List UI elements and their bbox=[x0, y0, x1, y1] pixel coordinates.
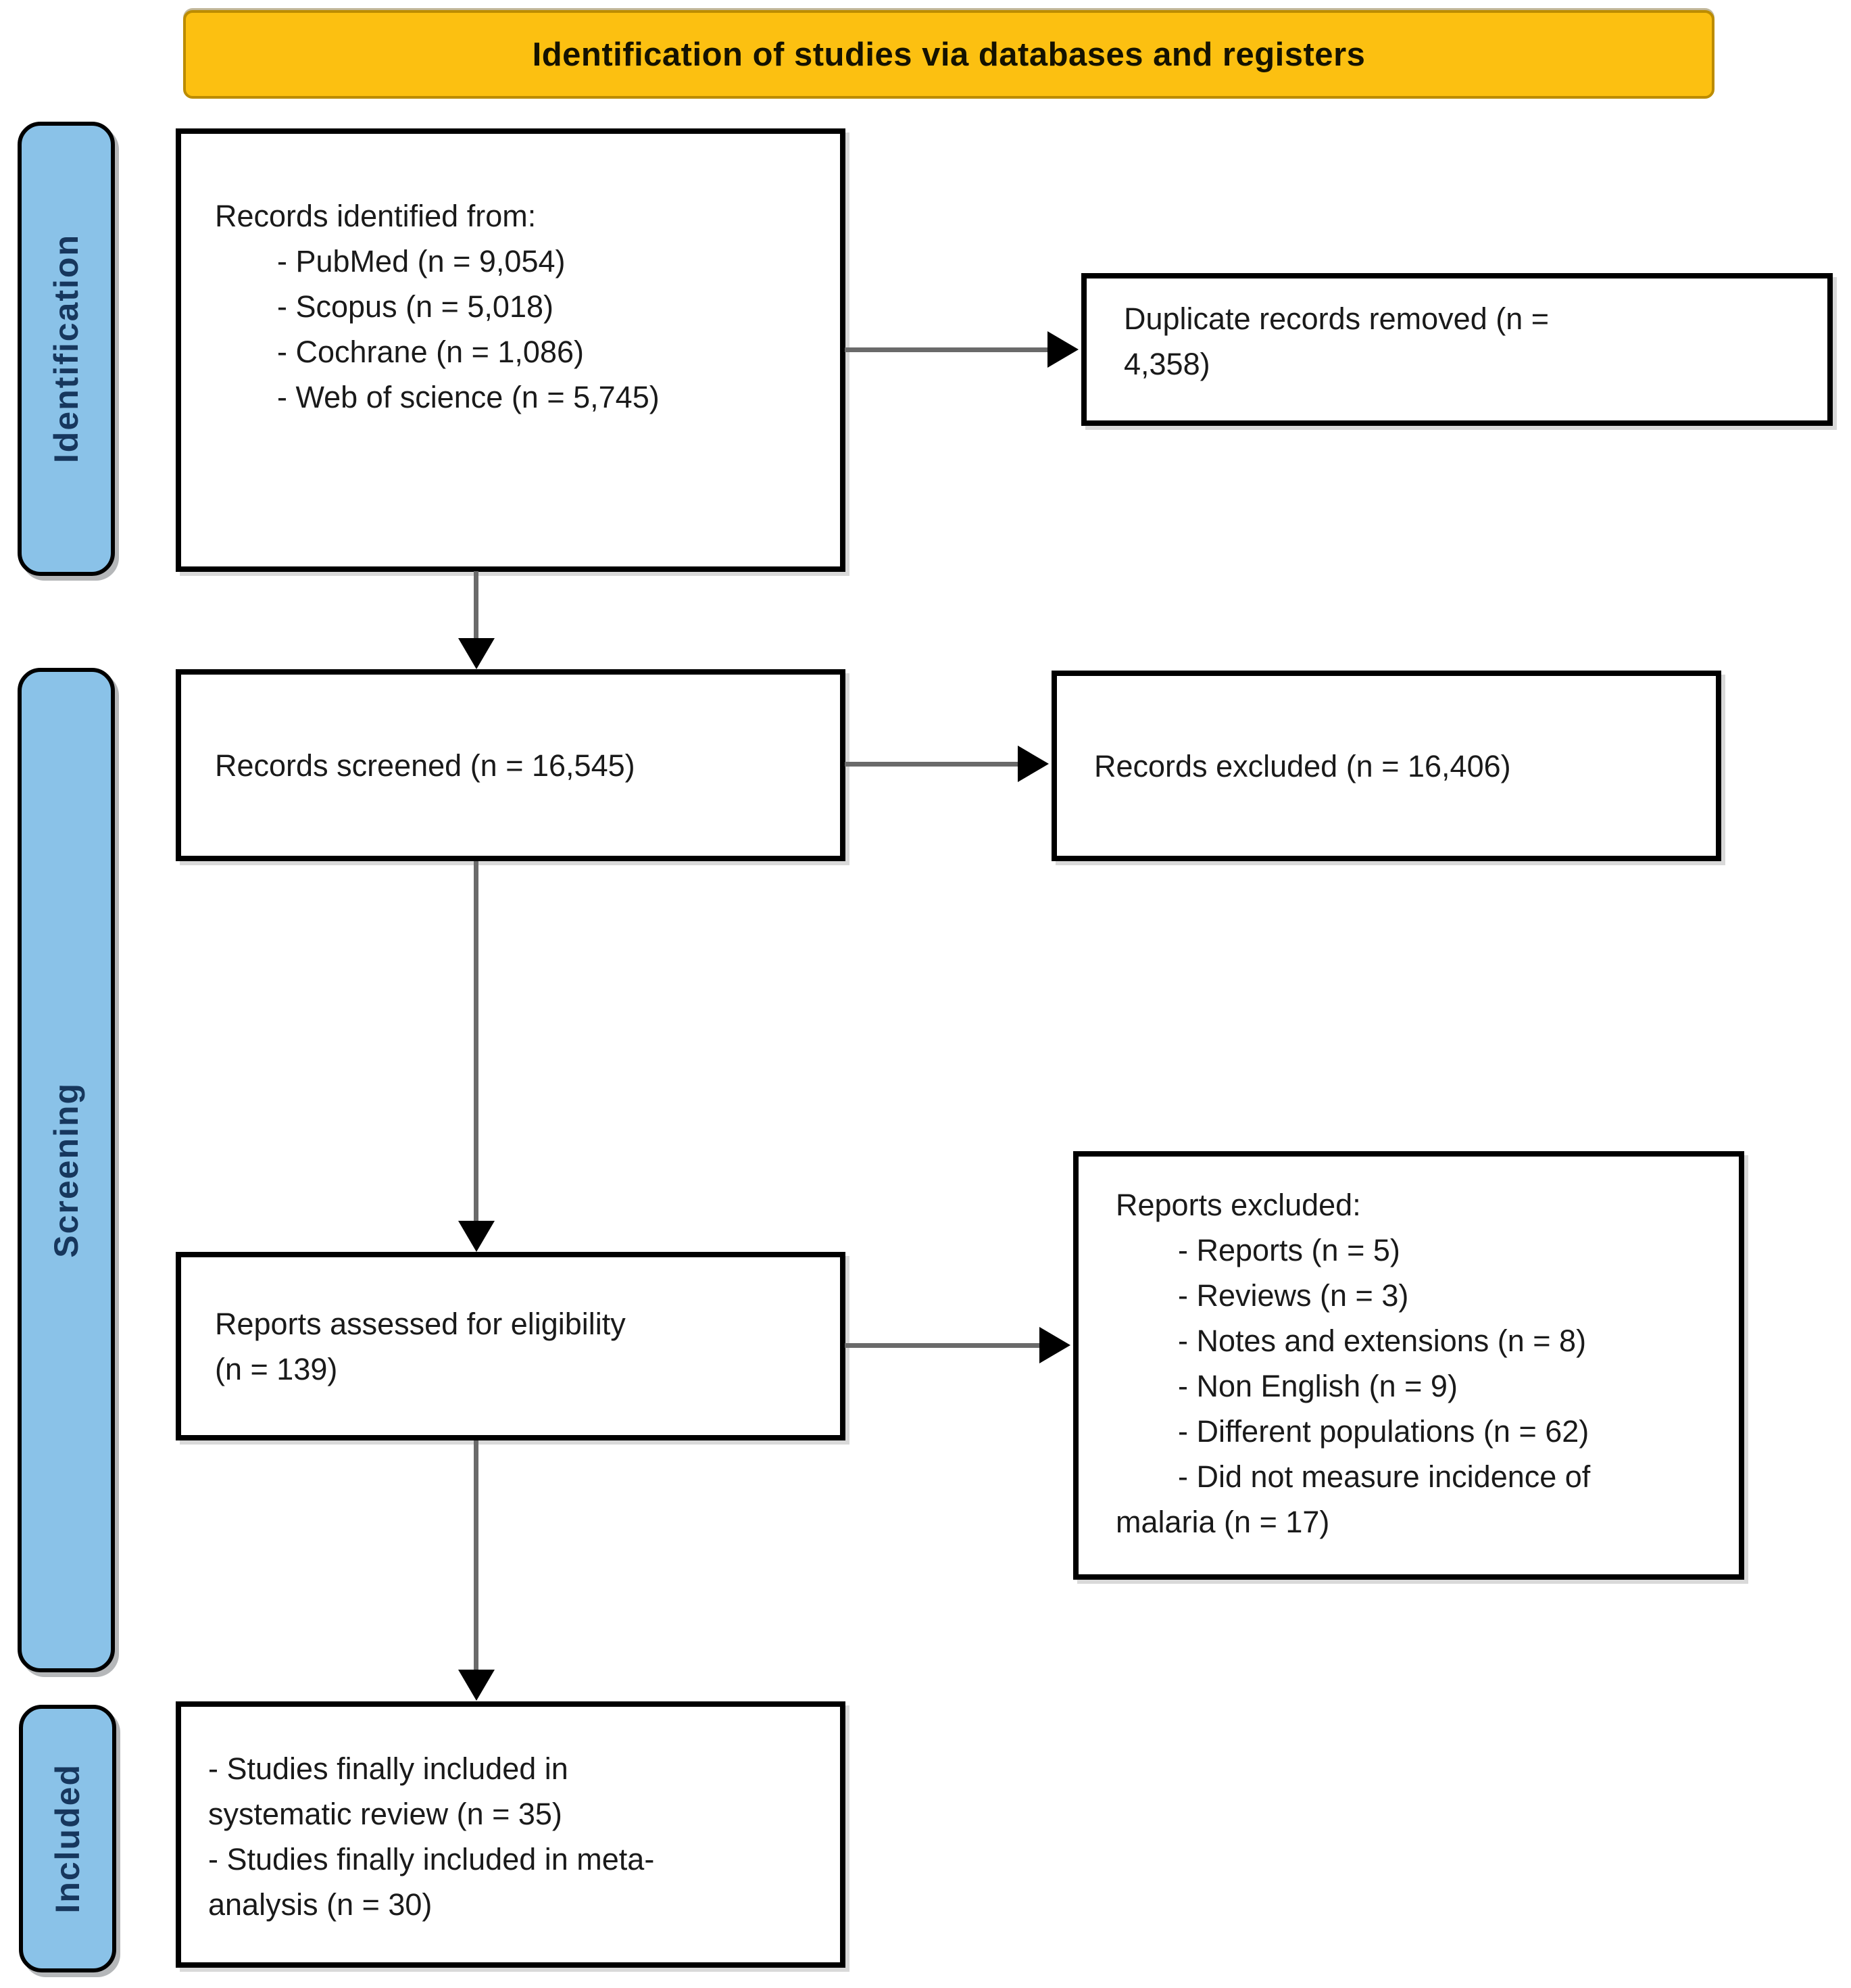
box-records-screened: Records screened (n = 16,545) bbox=[176, 669, 845, 861]
text-line: 4,358) bbox=[1124, 347, 1210, 381]
text-line: - Studies finally included in meta- bbox=[208, 1842, 655, 1876]
text-line: systematic review (n = 35) bbox=[208, 1797, 562, 1831]
box-records-identified: Records identified from: - PubMed (n = 9… bbox=[176, 128, 845, 572]
text-line: Reports excluded: bbox=[1116, 1188, 1361, 1222]
text-line: - Studies finally included in bbox=[208, 1751, 568, 1786]
arrow-line bbox=[845, 1343, 1039, 1348]
text-line: malaria (n = 17) bbox=[1116, 1505, 1330, 1539]
arrow-line bbox=[474, 571, 478, 641]
text-line: (n = 139) bbox=[215, 1351, 338, 1386]
arrow-line bbox=[474, 1440, 478, 1671]
text-line: - Web of science (n = 5,745) bbox=[277, 380, 660, 414]
text-line: - Did not measure incidence of bbox=[1178, 1459, 1591, 1494]
box-studies-included: - Studies finally included in systematic… bbox=[176, 1701, 845, 1968]
text-line: - Notes and extensions (n = 8) bbox=[1178, 1324, 1587, 1358]
text-line: Records identified from: bbox=[215, 199, 537, 233]
arrow-right-icon bbox=[1039, 1327, 1070, 1363]
box-duplicates-removed: Duplicate records removed (n = 4,358) bbox=[1081, 273, 1833, 426]
text-line: Records screened (n = 16,545) bbox=[215, 748, 635, 783]
text-line: - Scopus (n = 5,018) bbox=[277, 289, 553, 324]
stage-label-identification-text: Identification bbox=[47, 234, 85, 464]
header-banner: Identification of studies via databases … bbox=[183, 10, 1714, 99]
arrow-line bbox=[474, 861, 478, 1222]
text-line: - Reports (n = 5) bbox=[1178, 1233, 1400, 1267]
text-line: - PubMed (n = 9,054) bbox=[277, 244, 566, 278]
text-line: - Reviews (n = 3) bbox=[1178, 1278, 1409, 1313]
text-line: - Different populations (n = 62) bbox=[1178, 1414, 1589, 1449]
stage-label-screening-text: Screening bbox=[47, 1082, 85, 1258]
arrow-right-icon bbox=[1018, 746, 1049, 782]
header-title: Identification of studies via databases … bbox=[532, 36, 1366, 73]
stage-label-screening: Screening bbox=[18, 668, 115, 1672]
arrow-down-icon bbox=[458, 1221, 495, 1252]
arrow-line bbox=[845, 762, 1018, 767]
text-line: Duplicate records removed (n = bbox=[1124, 301, 1550, 336]
stage-label-included: Included bbox=[19, 1705, 116, 1972]
arrow-line bbox=[845, 347, 1047, 352]
arrow-right-icon bbox=[1047, 331, 1079, 368]
stage-label-identification: Identification bbox=[18, 122, 115, 576]
stage-label-included-text: Included bbox=[49, 1764, 87, 1914]
arrow-down-icon bbox=[458, 1670, 495, 1701]
text-line: - Non English (n = 9) bbox=[1178, 1369, 1458, 1403]
text-line: analysis (n = 30) bbox=[208, 1887, 433, 1922]
text-line: Records excluded (n = 16,406) bbox=[1094, 748, 1511, 783]
text-line: - Cochrane (n = 1,086) bbox=[277, 335, 584, 369]
arrow-down-icon bbox=[458, 638, 495, 669]
box-reports-assessed: Reports assessed for eligibility (n = 13… bbox=[176, 1252, 845, 1440]
text-line: Reports assessed for eligibility bbox=[215, 1306, 626, 1341]
box-reports-excluded: Reports excluded: - Reports (n = 5) - Re… bbox=[1073, 1151, 1744, 1580]
box-records-excluded: Records excluded (n = 16,406) bbox=[1052, 671, 1721, 861]
